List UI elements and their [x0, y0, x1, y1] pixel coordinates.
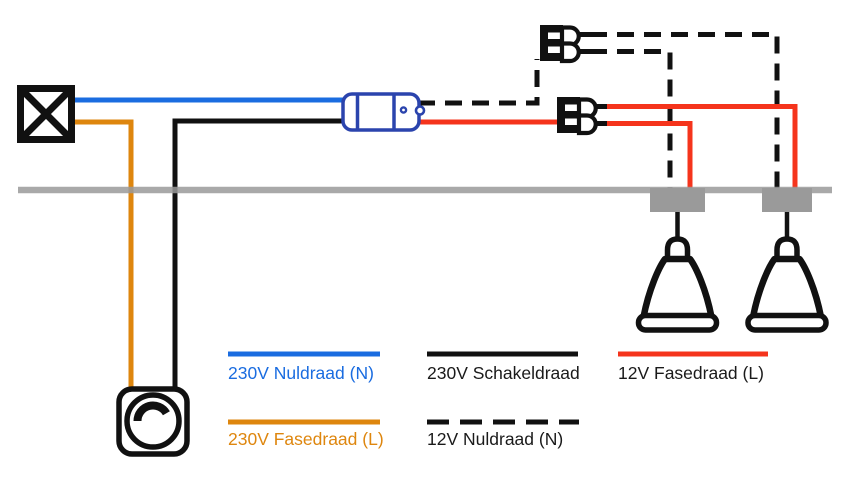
wire-connector-neutral	[540, 25, 590, 61]
junction-box-cross	[18, 86, 74, 142]
legend-label-230v-neutral: 230V Nuldraad (N)	[228, 363, 374, 383]
halogen-spot-lamp-2	[748, 212, 826, 330]
legend-label-12v-phase: 12V Fasedraad (L)	[618, 363, 764, 383]
lamp-mount-1	[650, 188, 705, 212]
legend-item-230v-neutral: 230V Nuldraad (N)	[228, 351, 380, 383]
wire-connector-phase	[557, 97, 607, 133]
dimmer-knob-arc	[133, 401, 170, 422]
12v-phase-wire-to-lamp-1	[607, 121, 693, 191]
legend-item-12v-neutral: 12V Nuldraad (N)	[427, 419, 579, 449]
junction-box-icon	[17, 85, 75, 143]
transformer-body	[341, 92, 421, 132]
12v-phase-wires	[418, 104, 798, 191]
legend-label-12v-neutral: 12V Nuldraad (N)	[427, 429, 563, 449]
legend: 230V Nuldraad (N) 230V Fasedraad (L) 230…	[228, 351, 768, 449]
legend-label-230v-switched: 230V Schakeldraad	[427, 363, 580, 383]
junction-box-outline	[17, 85, 75, 143]
transformer-notch	[414, 105, 426, 116]
lamp-mount-2	[762, 188, 812, 212]
230v-phase-wire	[75, 119, 134, 387]
legend-item-12v-phase: 12V Fasedraad (L)	[618, 351, 768, 383]
12v-transformer-icon	[341, 92, 426, 132]
legend-label-230v-phase: 230V Fasedraad (L)	[228, 429, 384, 449]
12v-phase-wire-to-lamp-2	[607, 104, 798, 191]
12v-neutral-wire-to-lamp-1	[590, 49, 673, 191]
legend-item-230v-phase: 230V Fasedraad (L)	[228, 419, 384, 449]
12v-neutral-wire-to-lamp-2	[590, 32, 780, 191]
230v-switched-wire	[172, 118, 343, 387]
dimmer-switch-icon	[116, 386, 190, 457]
transformer-dot	[399, 106, 408, 114]
dimmer-knob	[124, 392, 182, 450]
legend-item-230v-switched: 230V Schakeldraad	[427, 351, 580, 383]
halogen-spot-lamp-1	[639, 212, 717, 330]
12v-neutral-wire-transformer-to-connector	[418, 59, 540, 106]
12v-neutral-wires	[418, 32, 780, 191]
